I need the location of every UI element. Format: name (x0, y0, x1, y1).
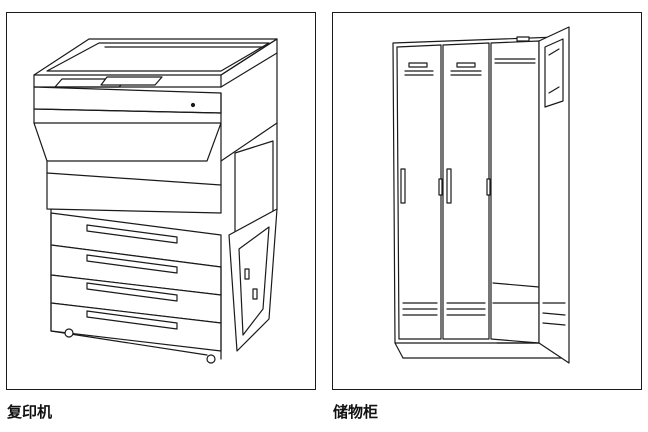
figure-panel-photocopier (6, 12, 316, 390)
figure-caption-locker: 储物柜 (333, 403, 379, 421)
locker-icon (392, 26, 570, 364)
figure-panel-locker (332, 12, 642, 390)
photocopier-icon (33, 38, 278, 364)
figure-caption-photocopier: 复印机 (7, 403, 53, 421)
